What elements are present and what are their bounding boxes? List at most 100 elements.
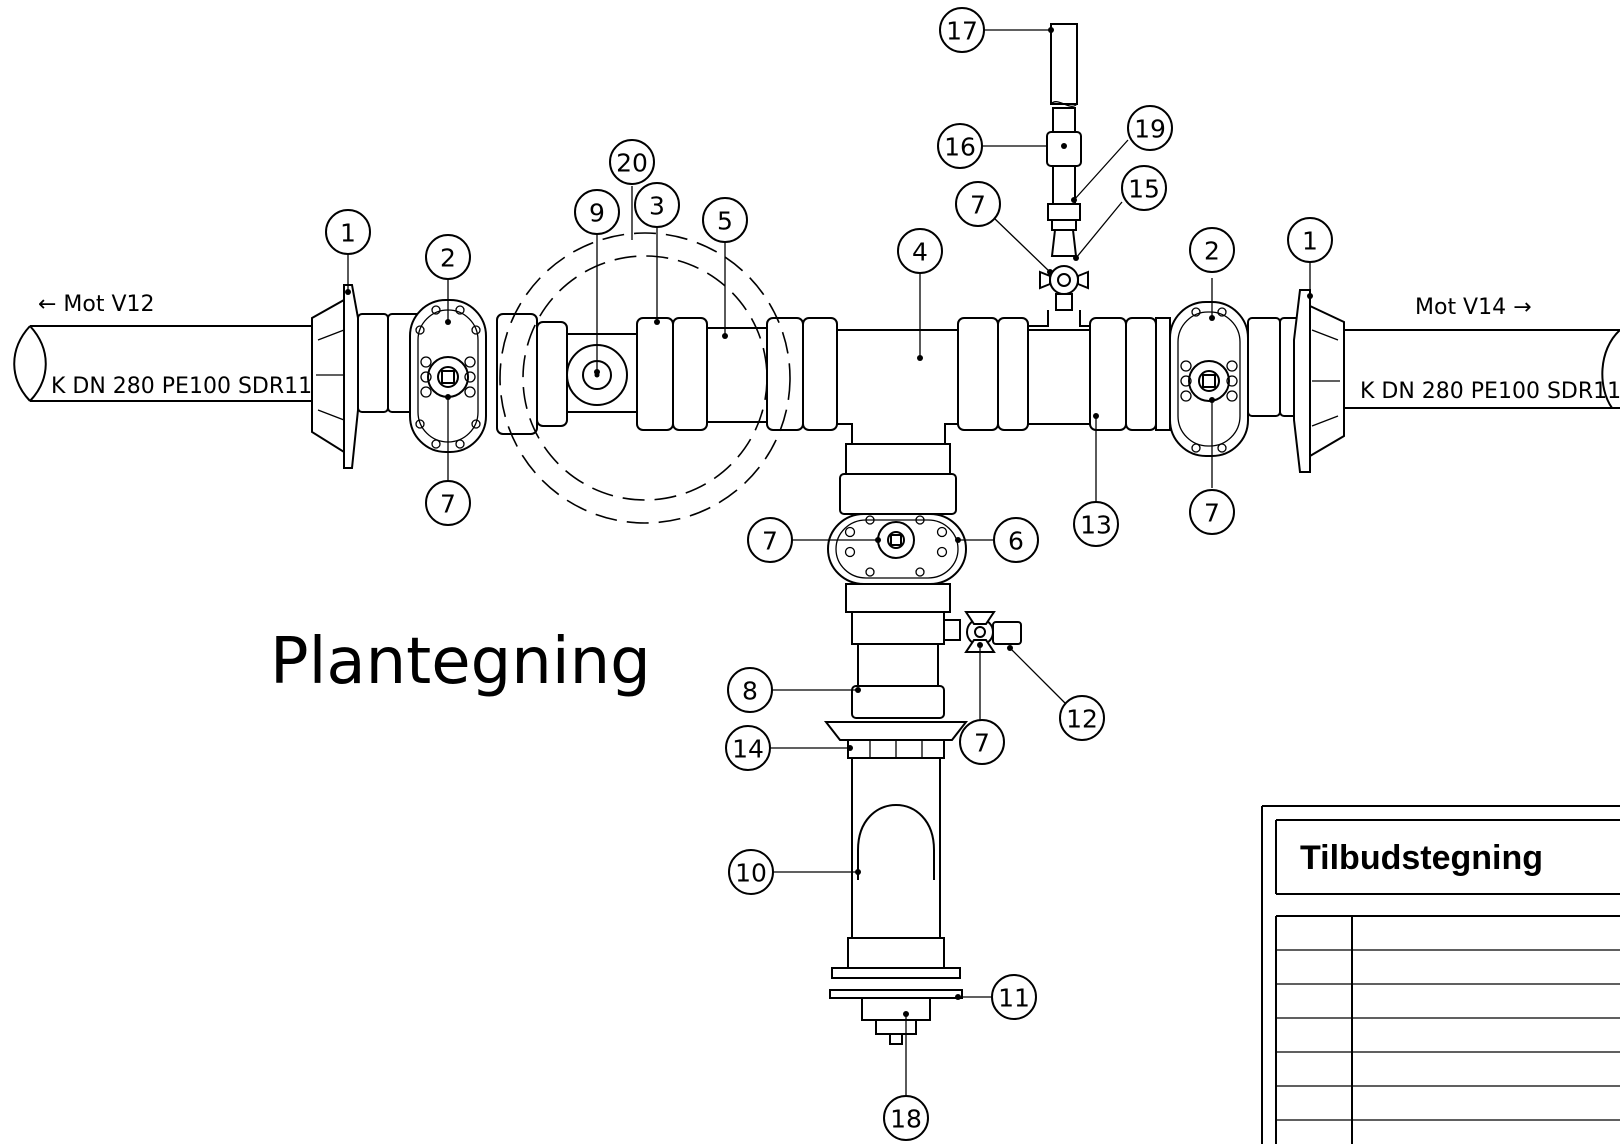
callout-number: 10 — [735, 859, 767, 888]
callout-c18: 18 — [883, 1095, 929, 1141]
callout-c17: 17 — [939, 7, 985, 53]
callout-c7-mid: 7 — [747, 517, 793, 563]
callout-number: 8 — [742, 677, 758, 706]
callout-c2-right: 2 — [1189, 227, 1235, 273]
callout-circle — [991, 974, 1037, 1020]
callout-c13: 13 — [1073, 501, 1119, 547]
title-block-rows — [1276, 949, 1620, 1121]
callout-number: 4 — [912, 238, 928, 267]
callout-number: 2 — [1204, 237, 1220, 266]
callout-number: 1 — [1302, 227, 1318, 256]
callout-c1-right: 1 — [1287, 217, 1333, 263]
callout-circle — [883, 1095, 929, 1141]
right-direction-label: Mot V14 → — [1415, 295, 1532, 320]
callout-circle — [727, 667, 773, 713]
callout-circle — [1287, 217, 1333, 263]
callout-number: 18 — [890, 1105, 922, 1134]
dashed-zone-inner — [522, 255, 768, 501]
dashed-zone-outer — [499, 232, 791, 524]
right-pipe — [1344, 329, 1620, 409]
callout-c9: 9 — [574, 189, 620, 235]
callout-c3: 3 — [634, 182, 680, 228]
callout-number: 5 — [717, 207, 733, 236]
callout-c14: 14 — [725, 725, 771, 771]
callout-number: 3 — [649, 192, 665, 221]
callout-circle — [1059, 695, 1105, 741]
title-block-heading: Tilbudstegning — [1300, 839, 1543, 877]
callout-number: 14 — [732, 735, 764, 764]
left-pipe-label: K DN 280 PE100 SDR11 — [51, 374, 312, 399]
right-flange — [1293, 289, 1345, 473]
callout-number: 11 — [998, 984, 1030, 1013]
callout-circle — [634, 182, 680, 228]
middle-left-coupling — [496, 313, 838, 435]
callout-number: 1 — [340, 219, 356, 248]
left-direction-label: ← Mot V12 — [38, 292, 155, 317]
callout-c19: 19 — [1127, 105, 1173, 151]
callout-circle — [747, 517, 793, 563]
callout-number: 7 — [440, 490, 456, 519]
callout-circle — [1121, 165, 1167, 211]
callout-c20: 20 — [609, 139, 655, 185]
callout-c15: 15 — [1121, 165, 1167, 211]
callout-number: 7 — [974, 729, 990, 758]
callout-c5: 5 — [702, 197, 748, 243]
main-tee — [836, 317, 1029, 445]
callout-circle — [325, 209, 371, 255]
callout-c7-left: 7 — [425, 480, 471, 526]
callout-circle — [1189, 489, 1235, 535]
right-pipe-label: K DN 280 PE100 SDR11 — [1360, 379, 1620, 404]
callout-c8: 8 — [727, 667, 773, 713]
callout-circle — [728, 849, 774, 895]
callout-number: 7 — [970, 191, 986, 220]
callout-c4: 4 — [897, 228, 943, 274]
callout-circle — [1073, 501, 1119, 547]
callout-number: 15 — [1128, 175, 1160, 204]
callout-c7-right: 7 — [1189, 489, 1235, 535]
callout-circle — [959, 719, 1005, 765]
left-flange — [311, 284, 359, 469]
callout-number: 12 — [1066, 705, 1098, 734]
callout-c2-left: 2 — [425, 234, 471, 280]
leader-dots — [345, 27, 1313, 1017]
callout-number: 16 — [944, 133, 976, 162]
callout-circle — [897, 228, 943, 274]
callout-c6: 6 — [993, 517, 1039, 563]
callout-circle — [1189, 227, 1235, 273]
title-block: Tilbudstegning — [1261, 805, 1620, 1144]
callout-c11: 11 — [991, 974, 1037, 1020]
callout-leaders — [347, 29, 1311, 1096]
callout-c1-left: 1 — [325, 209, 371, 255]
callout-number: 13 — [1080, 511, 1112, 540]
callout-circle — [955, 181, 1001, 227]
down-branch — [823, 443, 969, 1045]
callout-circle — [425, 480, 471, 526]
callout-c7-low: 7 — [959, 719, 1005, 765]
callout-circle — [993, 517, 1039, 563]
callout-number: 17 — [946, 17, 978, 46]
callout-c10: 10 — [728, 849, 774, 895]
callout-circle — [937, 123, 983, 169]
callout-circle — [574, 189, 620, 235]
callout-number: 9 — [589, 199, 605, 228]
callout-number: 20 — [616, 149, 648, 178]
callout-c16: 16 — [937, 123, 983, 169]
callout-number: 7 — [762, 527, 778, 556]
callout-number: 7 — [1204, 499, 1220, 528]
callout-c12: 12 — [1059, 695, 1105, 741]
callout-c7-top: 7 — [955, 181, 1001, 227]
left-valve — [409, 299, 487, 453]
right-valve — [1169, 301, 1249, 457]
callout-circle — [702, 197, 748, 243]
top-riser — [1028, 23, 1090, 327]
right-run — [1028, 317, 1171, 431]
callout-circle — [425, 234, 471, 280]
side-valve — [943, 611, 1022, 653]
callout-circle — [1127, 105, 1173, 151]
callout-circle — [939, 7, 985, 53]
left-pipe — [13, 325, 312, 402]
page-title: Plantegning — [270, 625, 651, 699]
callout-circle — [725, 725, 771, 771]
